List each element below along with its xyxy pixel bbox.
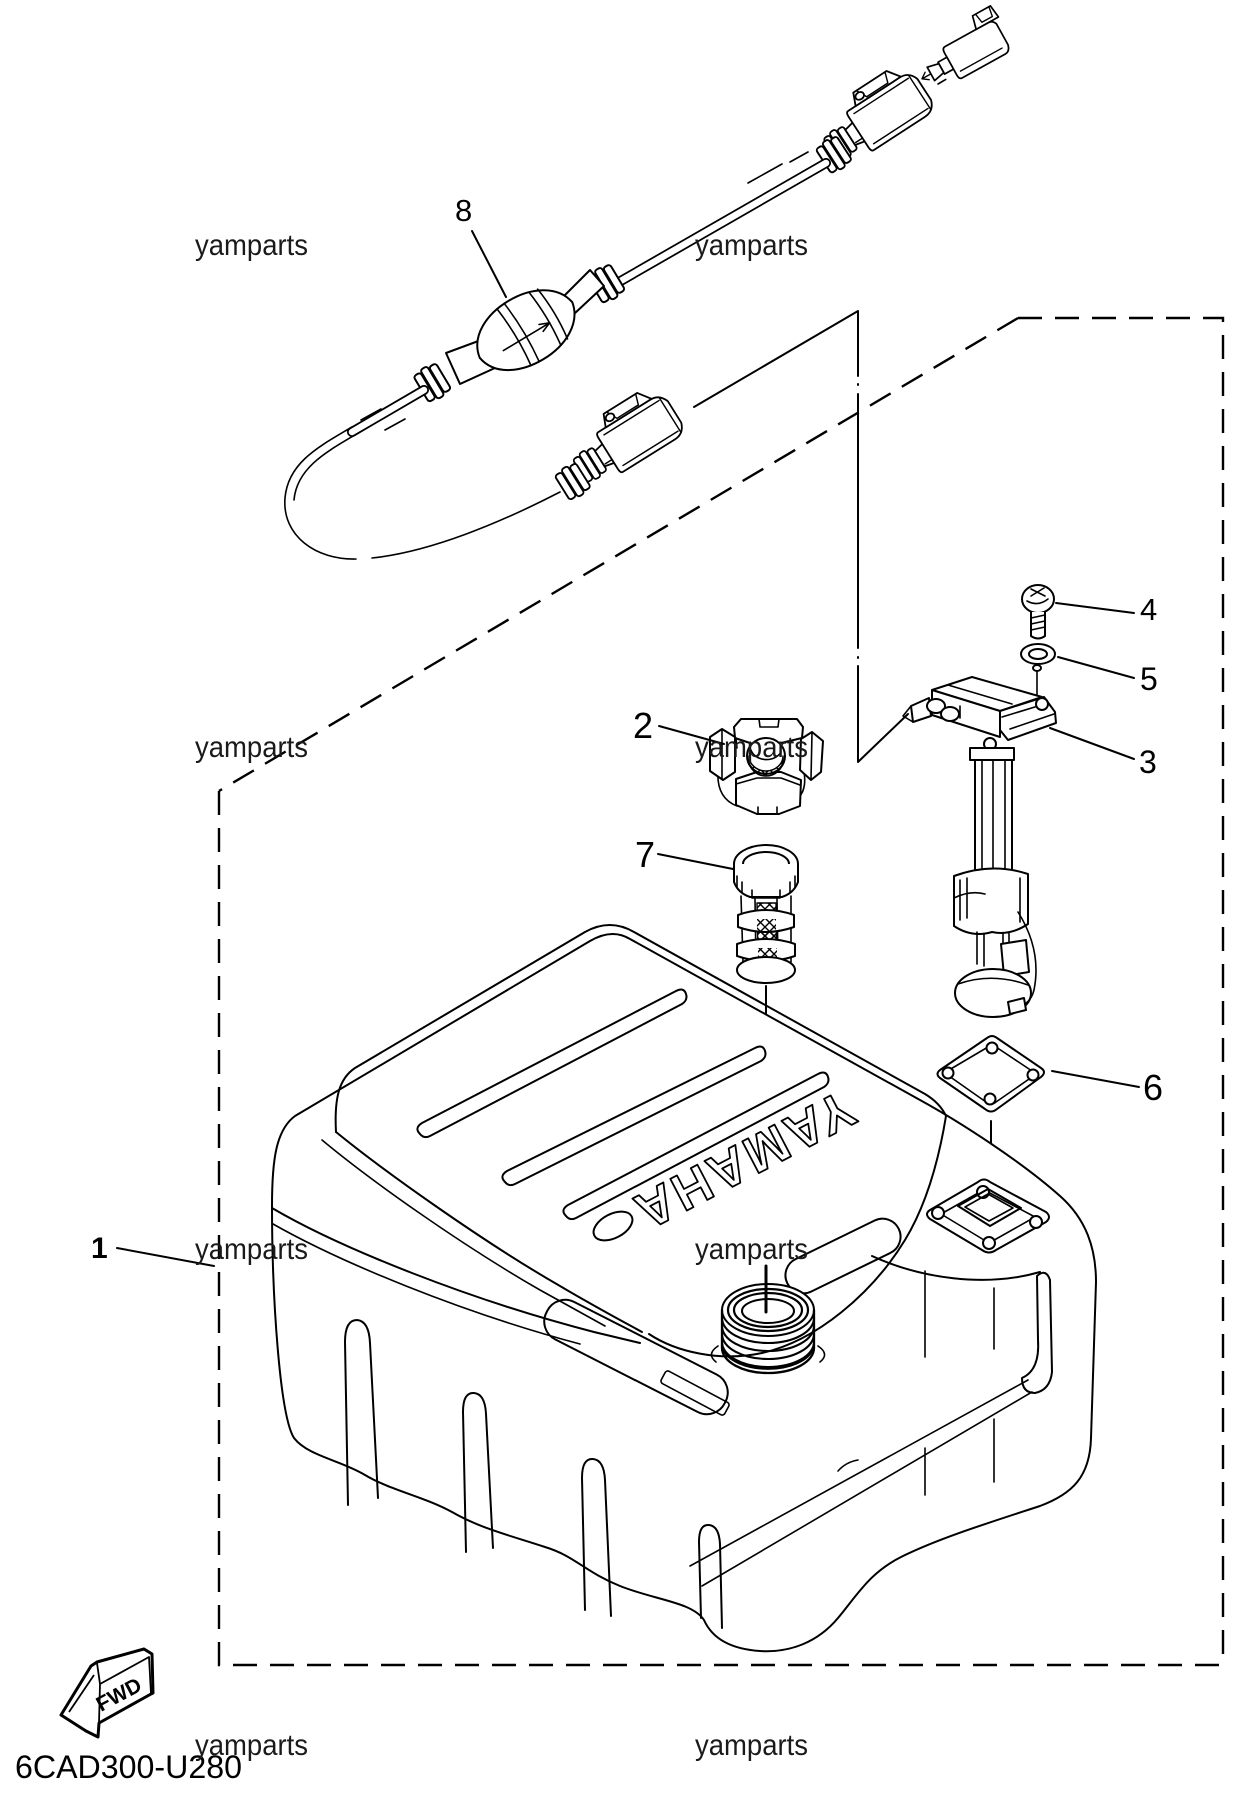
svg-text:2: 2 <box>633 705 653 746</box>
svg-text:6CAD300-U280: 6CAD300-U280 <box>15 1749 242 1785</box>
svg-text:yamparts: yamparts <box>195 1233 308 1266</box>
svg-text:8: 8 <box>455 193 472 228</box>
svg-text:3: 3 <box>1139 744 1157 780</box>
svg-text:yamparts: yamparts <box>195 229 308 262</box>
svg-text:yamparts: yamparts <box>695 731 808 764</box>
svg-text:4: 4 <box>1140 592 1157 627</box>
svg-text:5: 5 <box>1140 661 1158 697</box>
svg-text:7: 7 <box>635 834 655 875</box>
svg-text:yamparts: yamparts <box>695 1729 808 1762</box>
svg-text:yamparts: yamparts <box>695 229 808 262</box>
svg-text:yamparts: yamparts <box>195 731 308 764</box>
svg-text:yamparts: yamparts <box>695 1233 808 1266</box>
svg-text:1: 1 <box>91 1232 108 1265</box>
svg-text:6: 6 <box>1143 1067 1163 1108</box>
svg-text:yamparts: yamparts <box>195 1729 308 1762</box>
